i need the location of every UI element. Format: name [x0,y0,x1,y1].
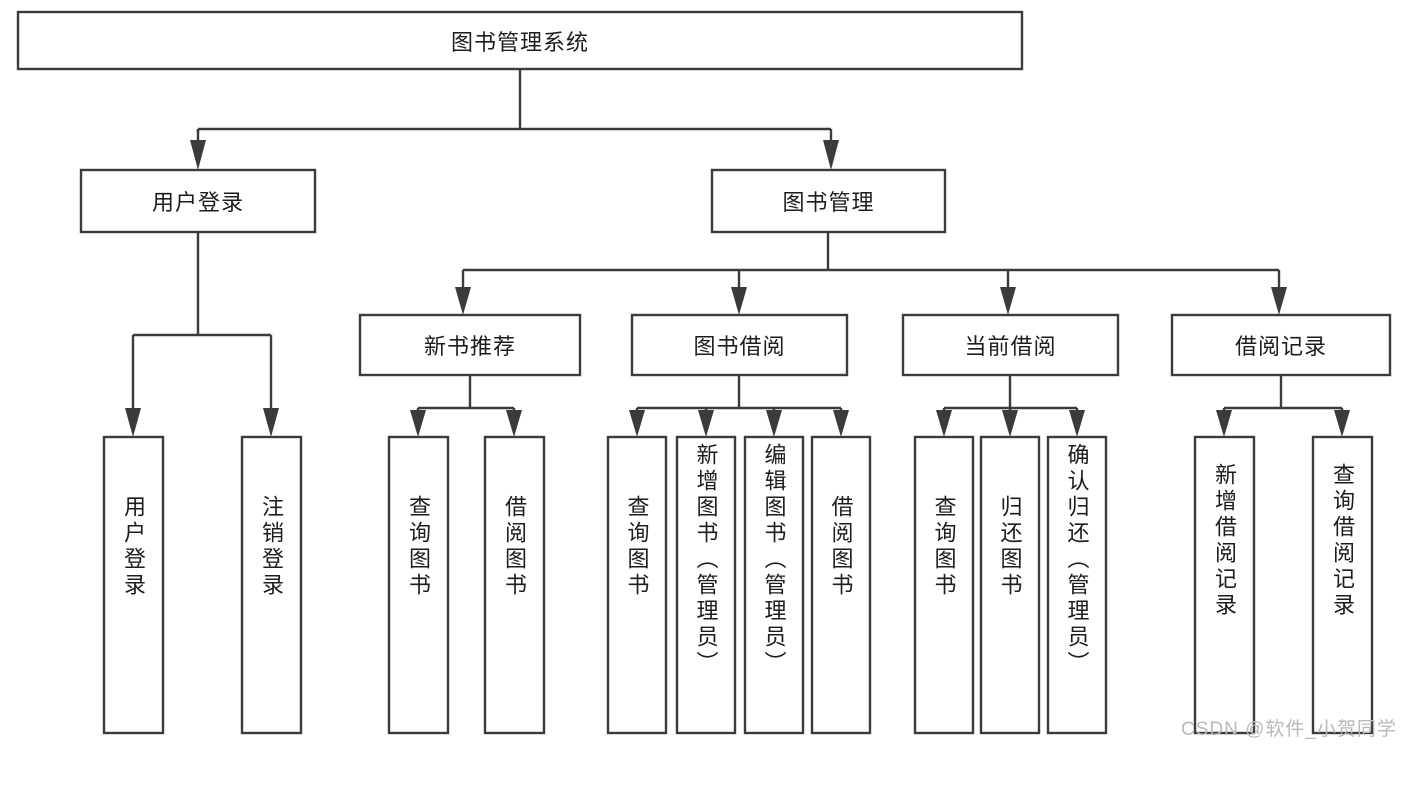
leaf-box-cb-confirm-return[interactable] [1046,435,1108,735]
leaf-box-logout[interactable] [240,435,303,735]
leaf-box-bb-borrow-book[interactable] [810,435,872,735]
arrow-head-book-borrow [731,287,747,315]
leaf-box-nbr-borrow-book[interactable] [483,435,546,735]
connector-group-current-borrow [936,375,1085,437]
arrow-head-bb-query-book [629,410,645,437]
node-box-book-management[interactable] [710,168,947,234]
tree-diagram-svg [16,10,1392,735]
arrow-head-cb-query-book [936,410,952,437]
arrow-head-cb-return-book [1002,410,1018,437]
connector-group-book-mgmt [455,232,1287,315]
connector-group-root [190,69,839,170]
node-box-current-borrow[interactable] [901,313,1120,377]
leaf-box-user-login[interactable] [102,435,165,735]
leaf-box-bb-query-book[interactable] [606,435,668,735]
arrow-head-borrow-record [1271,287,1287,315]
arrow-head-bb-borrow-book [833,410,849,437]
node-box-root[interactable] [16,10,1024,71]
leaf-box-cb-return-book[interactable] [979,435,1041,735]
connector-group-new-book-rec [410,375,522,437]
connector-group-borrow-record [1216,375,1350,437]
leaf-box-br-query-record[interactable] [1311,435,1374,735]
arrow-head-new-book-rec [455,287,471,315]
node-box-borrow-record[interactable] [1170,313,1392,377]
arrow-head-leaf-user-login [125,408,141,437]
arrow-head-nbr-borrow-book [506,410,522,437]
arrow-head-leaf-logout [263,408,279,437]
leaf-box-cb-query-book[interactable] [913,435,975,735]
connector-group-book-borrow [629,375,849,437]
leaf-box-bb-add-book[interactable] [675,435,737,735]
arrow-head-bb-edit-book [766,410,782,437]
diagram-canvas: 图书管理系统 用户登录 图书管理 新书推荐 图书借阅 当前借阅 借阅记录 用户登… [16,10,1396,740]
connector-group-user-login [125,232,279,437]
arrow-head-book-mgmt [823,140,839,170]
arrow-head-br-query-record [1334,410,1350,437]
arrow-head-nbr-query-book [410,410,426,437]
node-box-user-login[interactable] [79,168,317,234]
arrow-head-user-login [190,140,206,170]
node-box-new-book-recommend[interactable] [358,313,582,377]
leaf-box-nbr-query-book[interactable] [387,435,450,735]
leaf-box-bb-edit-book[interactable] [743,435,805,735]
arrow-head-cb-confirm-return [1069,410,1085,437]
leaf-box-br-add-record[interactable] [1193,435,1256,735]
node-box-book-borrow[interactable] [630,313,849,377]
arrow-head-br-add-record [1216,410,1232,437]
arrow-head-bb-add-book [698,410,714,437]
arrow-head-current-borrow [1000,287,1016,315]
